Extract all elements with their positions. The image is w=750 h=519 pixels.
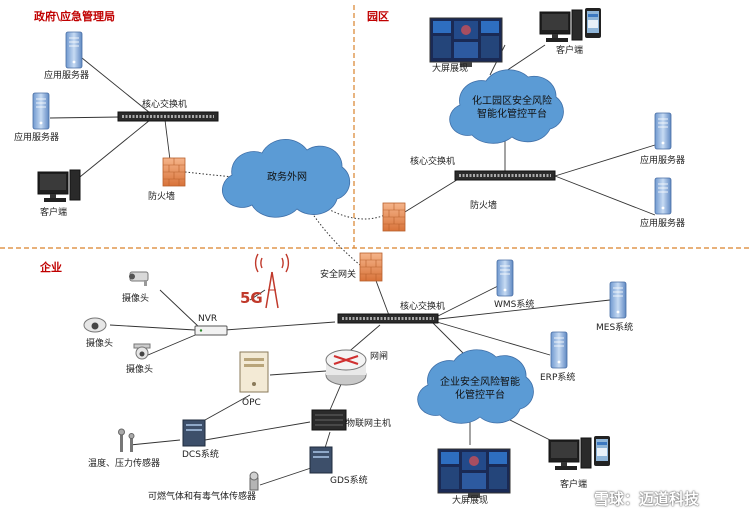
park-platform-cloud	[449, 69, 564, 144]
region-title-park: 园区	[367, 10, 389, 23]
region-title-enterprise: 企业	[40, 261, 62, 274]
temp-pressure-sensor-icon	[118, 428, 135, 452]
gas-sensor-label: 可燃气体和有毒气体传感器	[148, 492, 257, 502]
park-client-pc	[539, 9, 583, 43]
park-firewall-label: 防火墙	[470, 201, 498, 211]
gov-core-switch	[116, 110, 220, 123]
camera-1-icon	[128, 271, 149, 287]
park-cloud-label-1: 化工园区安全风险	[472, 96, 552, 107]
ent-security-gateway	[359, 252, 383, 282]
camera-2-label: 摄像头	[86, 339, 114, 349]
dcs-server	[182, 419, 206, 447]
mes-server	[609, 281, 627, 319]
gov-firewall-label: 防火墙	[148, 192, 176, 202]
gov-server-1	[65, 31, 83, 69]
park-core-switch	[453, 169, 557, 182]
nvr-device	[194, 325, 228, 336]
ent-switch-label: 核心交换机	[400, 302, 446, 312]
park-switch-label: 核心交换机	[410, 157, 456, 167]
camera-1-label: 摄像头	[122, 294, 150, 304]
gds-label: GDS系统	[330, 476, 368, 486]
temp-sensor-label: 温度、压力传感器	[88, 459, 161, 469]
gov-server-2	[32, 92, 50, 130]
park-server-1	[654, 112, 672, 150]
gov-client-pc	[37, 169, 81, 203]
dcs-label: DCS系统	[182, 450, 219, 460]
ent-core-switch	[336, 312, 440, 325]
ent-bigscreen-label: 大屏展现	[452, 496, 489, 506]
gov-server-1-label: 应用服务器	[44, 71, 90, 81]
park-bigscreen-label: 大屏展现	[432, 64, 469, 74]
mes-label: MES系统	[596, 323, 634, 333]
gov-cloud-label: 政务外网	[267, 172, 307, 183]
opc-server	[239, 351, 269, 393]
region-title-gov: 政府\应急管理局	[34, 10, 116, 23]
ent-client-pc	[548, 437, 592, 471]
opc-label: OPC	[242, 398, 261, 408]
gov-firewall	[162, 157, 186, 187]
park-server-2	[654, 177, 672, 215]
netgate-label: 网闸	[370, 352, 389, 362]
park-server-2-label: 应用服务器	[640, 219, 686, 229]
park-bigscreen	[429, 17, 503, 68]
nvr-label: NVR	[198, 314, 218, 324]
camera-3-label: 摄像头	[126, 365, 154, 375]
park-firewall	[382, 202, 406, 232]
ent-cloud-label-2: 化管控平台	[455, 390, 505, 401]
park-server-1-label: 应用服务器	[640, 156, 686, 166]
ent-gateway-label: 安全网关	[320, 270, 357, 280]
iot-host-label: 物联网主机	[346, 419, 392, 429]
iot-host	[311, 409, 347, 431]
ent-client-phone	[594, 436, 610, 466]
5g-tower-icon	[254, 253, 290, 309]
erp-server	[550, 331, 568, 369]
gov-client-label: 客户端	[40, 208, 68, 218]
gov-server-2-label: 应用服务器	[14, 133, 60, 143]
gas-sensor-icon	[249, 471, 259, 491]
netgate-router-icon	[325, 349, 367, 386]
ent-client-label: 客户端	[560, 480, 588, 490]
watermark: 雪球：迈道科技	[594, 490, 700, 508]
gov-network-cloud	[222, 139, 351, 218]
gov-switch-label: 核心交换机	[142, 100, 188, 110]
5g-label: 5G	[240, 289, 263, 307]
gds-server	[309, 446, 333, 474]
park-client-label: 客户端	[556, 46, 584, 56]
park-client-phone	[585, 8, 601, 38]
erp-label: ERP系统	[540, 373, 576, 383]
park-cloud-label-2: 智能化管控平台	[477, 109, 547, 120]
wms-label: WMS系统	[494, 300, 535, 310]
ent-bigscreen	[437, 448, 511, 499]
ent-cloud-label-1: 企业安全风险智能	[440, 377, 520, 388]
camera-3-icon	[133, 343, 151, 360]
wms-server	[496, 259, 514, 297]
enterprise-platform-cloud	[417, 349, 534, 424]
camera-2-icon	[83, 317, 107, 333]
